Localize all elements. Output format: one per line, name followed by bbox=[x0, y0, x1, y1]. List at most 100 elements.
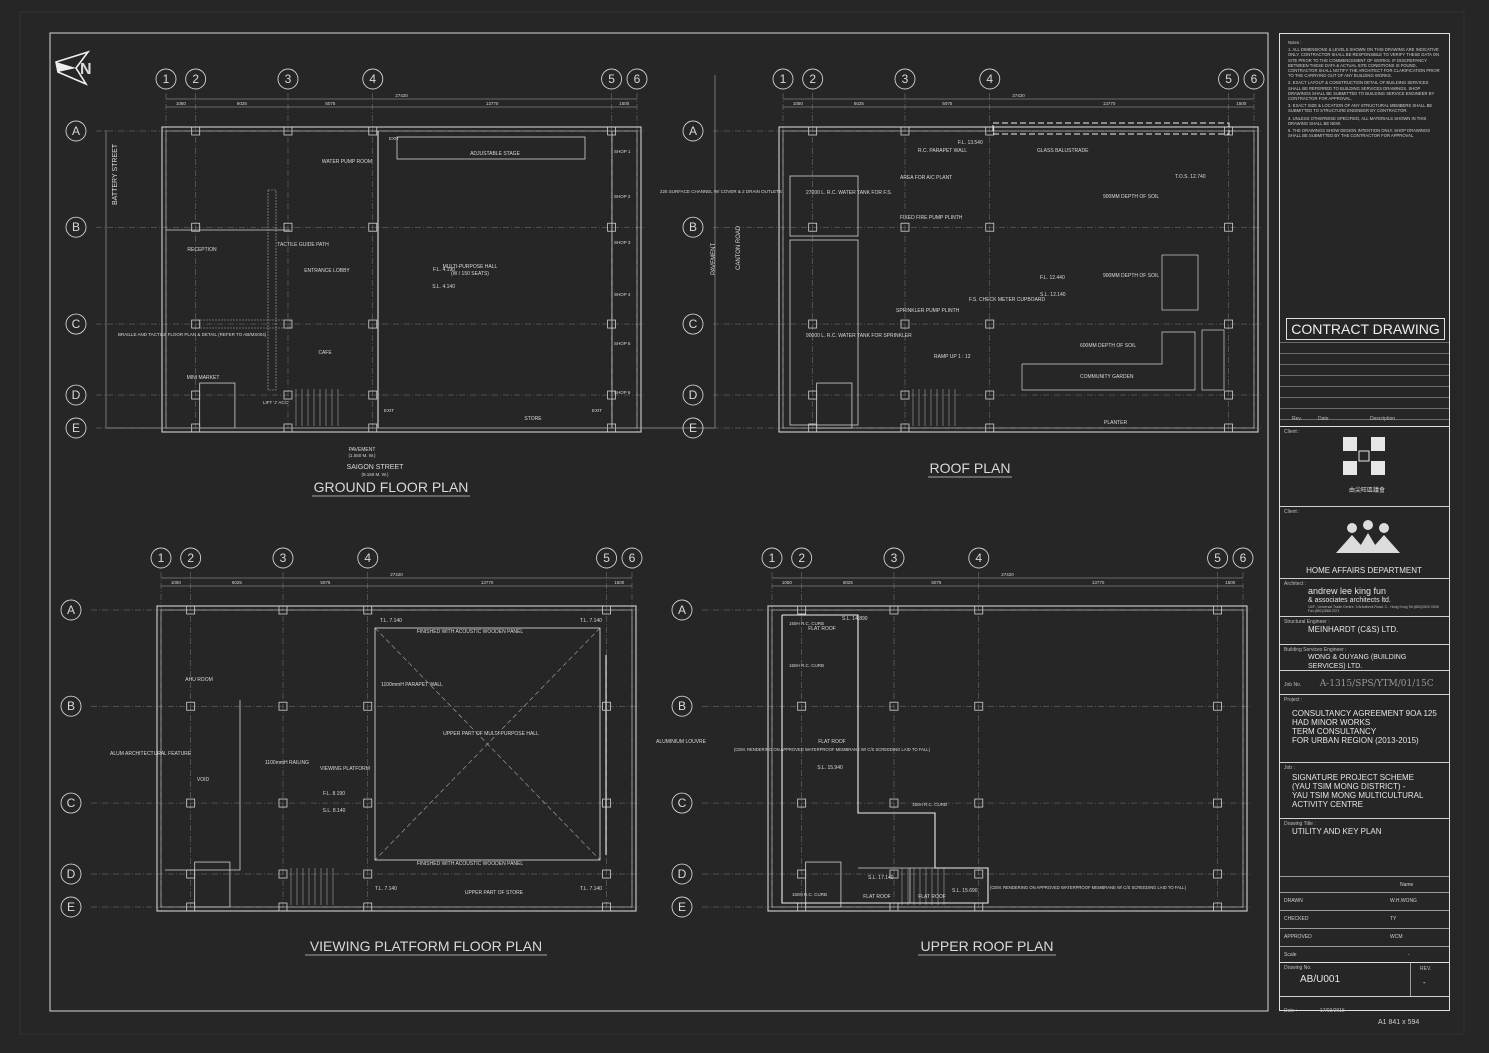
structural-column bbox=[368, 126, 378, 136]
water-pump-room-label: WATER PUMP ROOM bbox=[322, 159, 372, 165]
architect-name: andrew lee king fun bbox=[1308, 586, 1387, 596]
structural-column bbox=[363, 798, 373, 808]
structural-column bbox=[363, 605, 373, 615]
braille-plan-label: BRAILLE AND TACTILE FLOOR PLAN & DETAIL … bbox=[118, 332, 267, 337]
ramp-label: RAMP UP 1 : 12 bbox=[934, 354, 971, 360]
scale-value: - bbox=[1408, 952, 1410, 958]
project-line-1: CONSULTANCY AGREEMENT 9OA 125 bbox=[1292, 709, 1437, 718]
grid-label-col: 6 bbox=[634, 72, 641, 86]
structural-column bbox=[1224, 423, 1233, 433]
exit-label-2: EXIT bbox=[384, 408, 394, 413]
structural-column bbox=[278, 902, 288, 912]
date-label: Date : bbox=[1284, 1008, 1298, 1014]
drawing-number: AB/U001 bbox=[1300, 974, 1341, 985]
structural-column bbox=[368, 222, 378, 232]
grid-bubble-row bbox=[60, 863, 82, 885]
soil-depth-label-1: 900MM DEPTH OF SOIL bbox=[1103, 194, 1159, 200]
dimension-text: 1500 bbox=[1225, 580, 1236, 585]
note-4: 4. UNLESS OTHERWISE SPECIFIED, ALL MATER… bbox=[1288, 115, 1427, 126]
tactile-guide-label: TACTILE GUIDE PATH bbox=[277, 242, 329, 248]
dimension-text: 1500 bbox=[614, 580, 625, 585]
grid-label-col: 2 bbox=[187, 551, 194, 565]
grid-bubble-col bbox=[883, 547, 905, 569]
structural-column bbox=[889, 798, 899, 808]
street-label-south: SAIGON STREET bbox=[347, 464, 405, 471]
upper-hall-diagonal-2 bbox=[374, 627, 601, 861]
community-garden-bed bbox=[1021, 331, 1196, 391]
upper-roof-labels: FLAT ROOF FLAT ROOF FLAT ROOF FLAT ROOF … bbox=[734, 616, 1187, 900]
fs-water-tank-label: 27000 L. R.C. WATER TANK FOR F.S. bbox=[806, 190, 892, 196]
entrance-lobby-label: ENTRANCE LOBBY bbox=[304, 268, 350, 274]
structural-column bbox=[1213, 605, 1222, 615]
railing-label: 1100mmH RAILING bbox=[265, 760, 309, 766]
alum-feature-label: ALUM ARCHITECTURAL FEATURE bbox=[110, 751, 192, 757]
structural-column bbox=[191, 126, 201, 136]
ground-floor-plan-title: GROUND FLOOR PLAN bbox=[314, 479, 469, 495]
structural-column bbox=[974, 798, 984, 808]
structural-column bbox=[1213, 798, 1222, 808]
structural-column bbox=[607, 390, 616, 400]
louvre-label: ALUMINIUM LOUVRE bbox=[656, 739, 707, 745]
structural-column bbox=[363, 869, 373, 879]
grid-label-col: 5 bbox=[1214, 551, 1221, 565]
shop-5-label: SHOP 5 bbox=[614, 341, 631, 346]
north-arrow-icon: N bbox=[55, 50, 92, 86]
structural-column bbox=[186, 701, 196, 711]
grid-label-col: 4 bbox=[364, 551, 371, 565]
bse-name: WONG & OUYANG (BUILDING SERVICES) LTD. bbox=[1308, 654, 1407, 670]
structural-column bbox=[985, 126, 995, 136]
svg-text:N: N bbox=[80, 61, 92, 78]
shop-6-label: SHOP 6 bbox=[614, 390, 631, 395]
project-cell: Project : CONSULTANCY AGREEMENT 9OA 125 … bbox=[1280, 694, 1449, 762]
dimension-text: 13770 bbox=[1103, 101, 1116, 106]
structural-column bbox=[1213, 869, 1222, 879]
pavement-label-east: PAVEMENT bbox=[711, 243, 717, 275]
approved-label: APPROVED bbox=[1284, 934, 1312, 940]
grid-label-row: E bbox=[689, 421, 697, 435]
grid-label-col: 3 bbox=[902, 72, 909, 86]
grid-label-row: D bbox=[689, 388, 698, 402]
job-number-cell: Job No. A-1315/SPS/YTM/01/15C bbox=[1280, 670, 1449, 694]
structural-column bbox=[278, 701, 288, 711]
reception-label: RECEPTION bbox=[187, 247, 217, 253]
surface-channel-label: 225 SURFACE CHANNEL W/ COVER & 2 DRAIN O… bbox=[660, 189, 782, 194]
pavement-label-south: PAVEMENT bbox=[349, 447, 376, 453]
structural-label: Structural Engineer : bbox=[1284, 619, 1330, 625]
upper-roof-sl-3: S.L. 17.140 bbox=[868, 875, 894, 881]
grid-label-row: E bbox=[67, 900, 75, 914]
structural-column bbox=[974, 869, 984, 879]
grid-label-row: C bbox=[72, 317, 81, 331]
grid-bubble-row bbox=[671, 599, 693, 621]
structural-column bbox=[283, 390, 293, 400]
grid-label-col: 2 bbox=[192, 72, 199, 86]
structural-column bbox=[1224, 390, 1233, 400]
drawing-title-cell: Drawing Title : UTILITY AND KEY PLAN bbox=[1280, 818, 1449, 874]
grid-label-col: 5 bbox=[608, 72, 615, 86]
shop-3-label: SHOP 3 bbox=[614, 240, 631, 245]
scale-row: Scale- bbox=[1280, 946, 1449, 963]
structural-column bbox=[283, 222, 293, 232]
sheet-size-label: A1 841 x 594 bbox=[1378, 1019, 1420, 1026]
grid-bubble-row bbox=[60, 792, 82, 814]
glass-balustrade bbox=[992, 122, 1230, 135]
tl-label-4: T.L. 7.140 bbox=[580, 886, 602, 892]
curb-label-2: 150H R.C. CURB bbox=[789, 663, 824, 668]
structural-column bbox=[900, 390, 910, 400]
dimension-overall: 27420 bbox=[395, 93, 408, 98]
grid-label-col: 1 bbox=[769, 551, 776, 565]
fire-pump-plinth-label: FIXED FIRE PUMP PLINTH bbox=[900, 215, 963, 221]
drawn-by: W.H.WONG bbox=[1390, 898, 1417, 904]
grid-bubble-col bbox=[802, 68, 824, 90]
grid-bubble-col bbox=[1243, 68, 1265, 90]
shop-1-label: SHOP 1 bbox=[614, 149, 631, 154]
client-name: HOME AFFAIRS DEPARTMENT bbox=[1306, 566, 1422, 575]
client-label: Client : bbox=[1284, 429, 1300, 435]
grid-label-row: A bbox=[689, 124, 697, 138]
structural-column bbox=[368, 319, 378, 329]
soil-depth-label-3: 600MM DEPTH OF SOIL bbox=[1080, 343, 1136, 349]
note-5: 5. THE DRAWINGS SHOW DESIGN INTENTION ON… bbox=[1288, 128, 1431, 139]
void-label: VOID bbox=[197, 777, 210, 783]
